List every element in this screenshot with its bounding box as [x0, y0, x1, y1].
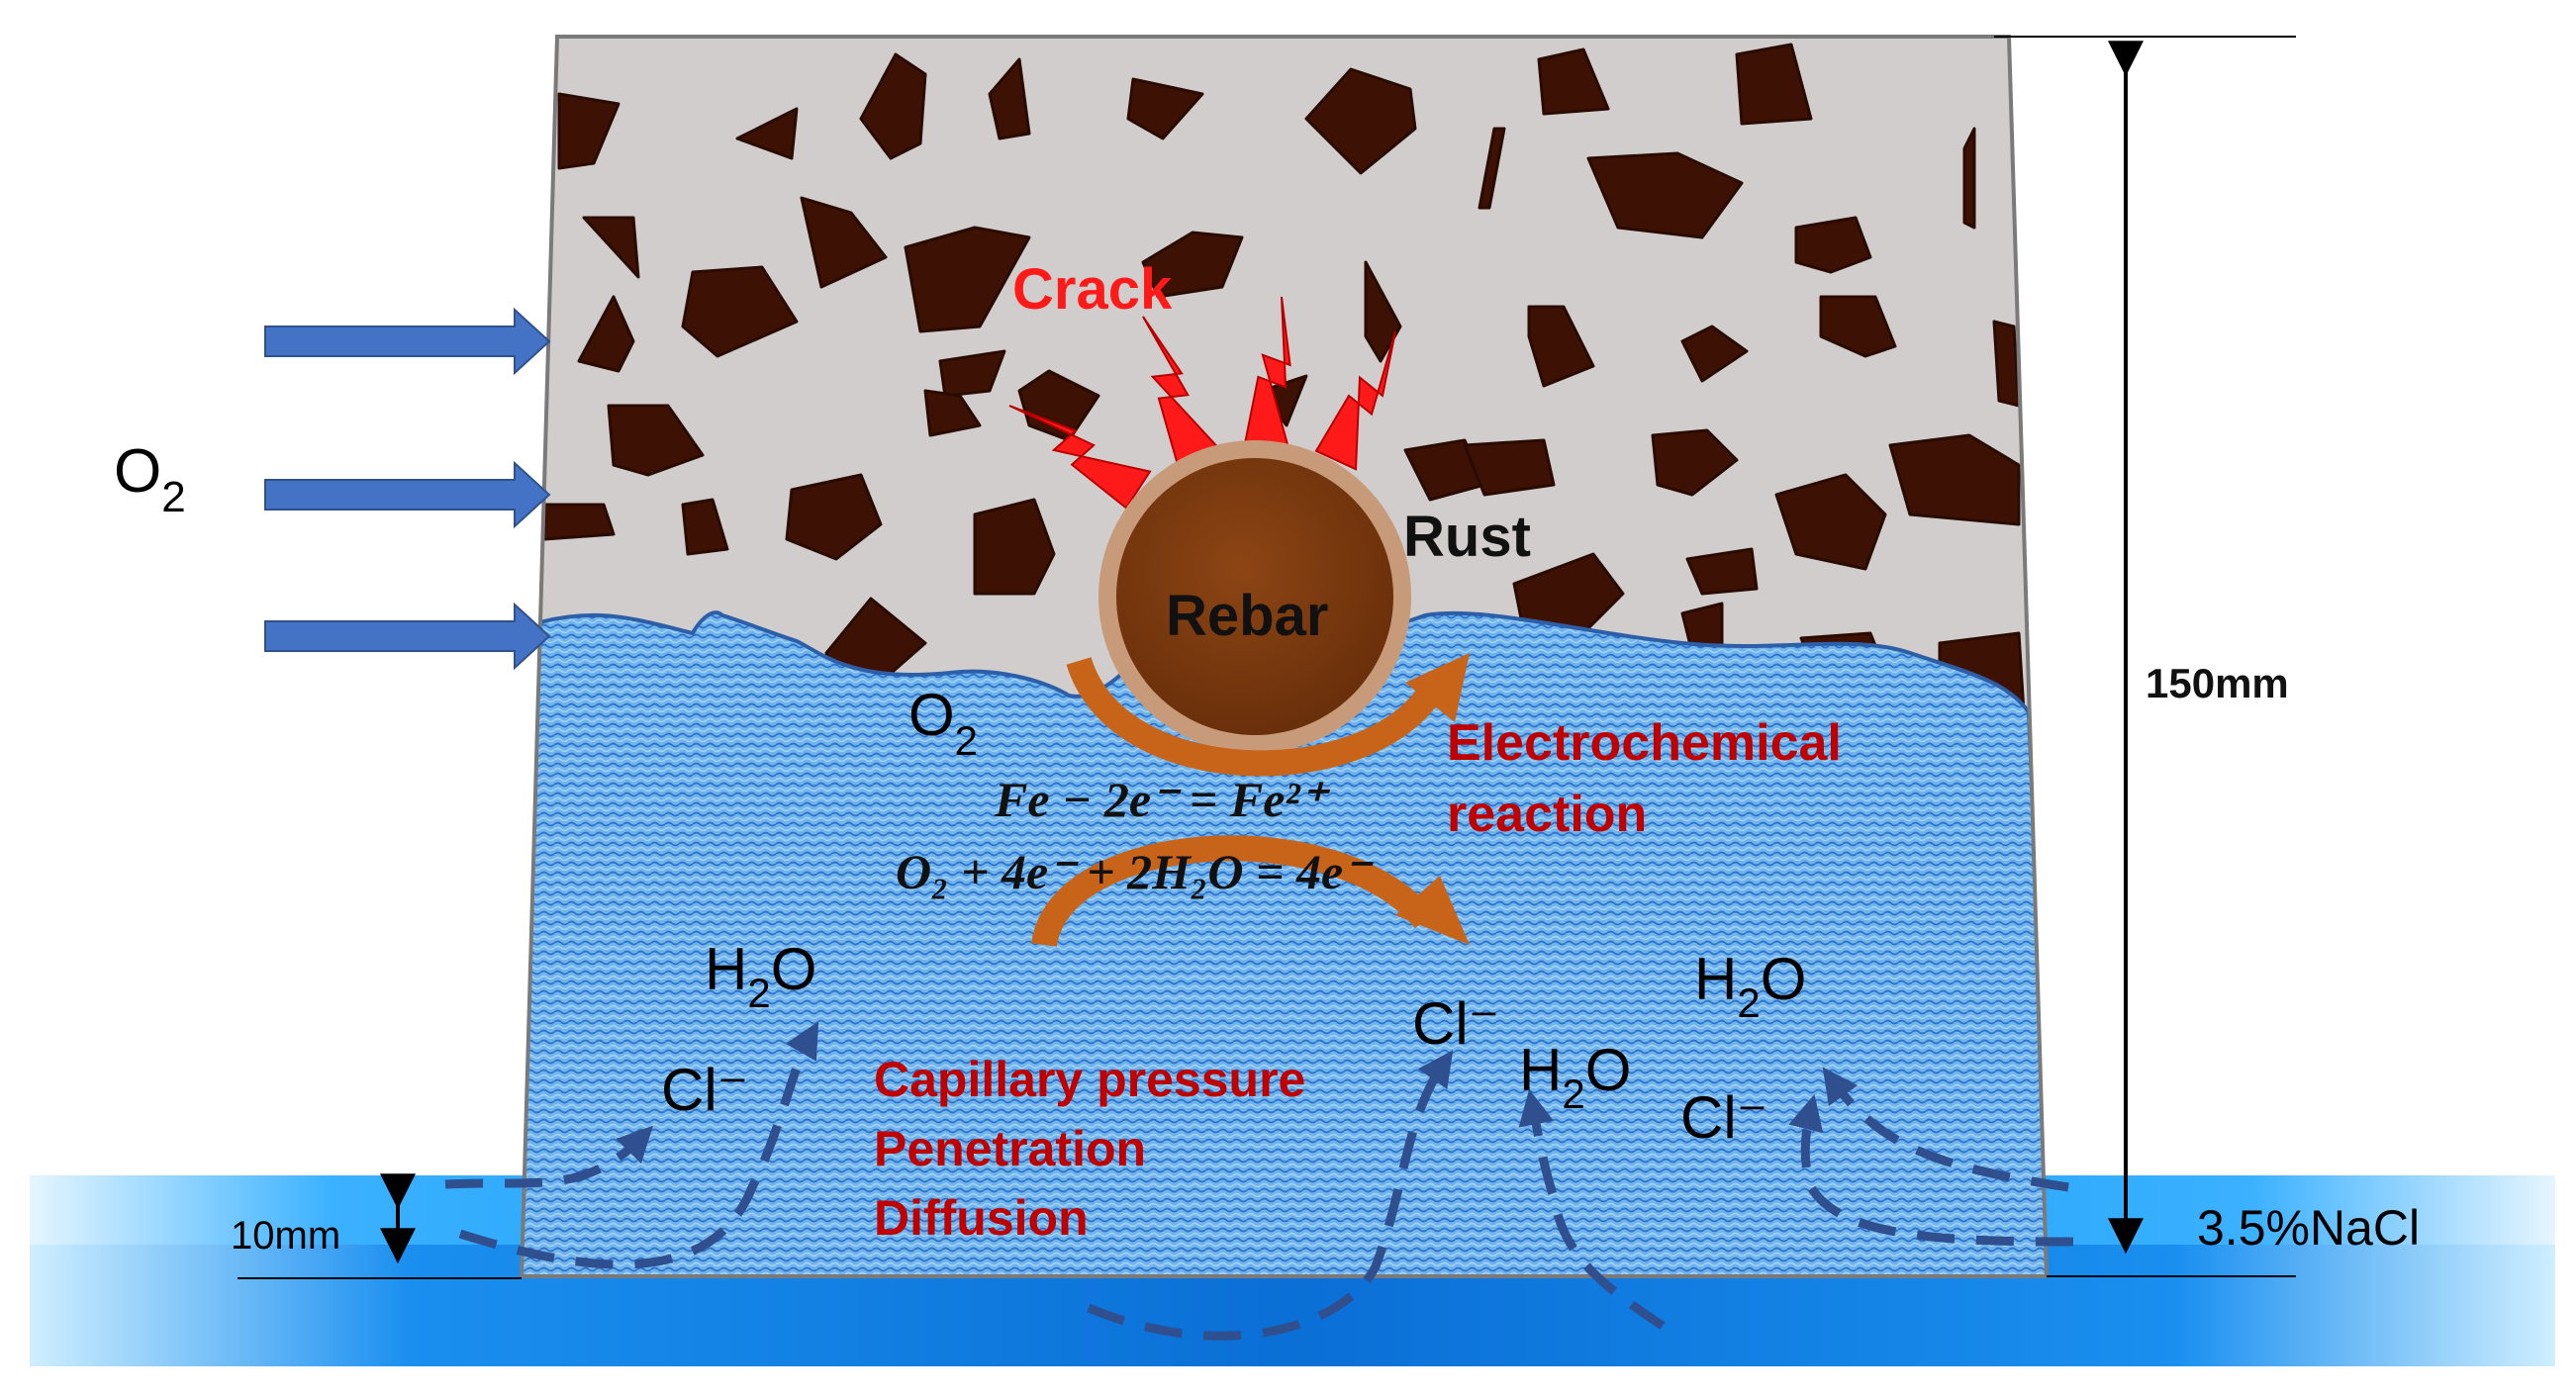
aggregate-piece: [681, 498, 729, 556]
aggregate-piece: [859, 52, 927, 160]
rust-label: Rust: [1403, 505, 1531, 569]
aggregate-piece: [1463, 438, 1556, 497]
water-label-middle: H2O: [1519, 1037, 1631, 1117]
rebar-label: Rebar: [1166, 584, 1328, 648]
dimension-10mm: [238, 1173, 522, 1279]
aggregate-piece: [1017, 369, 1100, 442]
aggregate-piece: [1962, 127, 1976, 230]
aggregate-piece: [1527, 305, 1595, 388]
water-label-left: H2O: [705, 936, 816, 1016]
aggregate-piece: [1774, 473, 1887, 571]
aggregate-piece: [542, 503, 616, 541]
aggregate-piece: [800, 196, 888, 289]
crack-bolt-icon: [1243, 296, 1291, 449]
aggregate-piece: [681, 265, 799, 358]
crack-bolt-icon: [1008, 405, 1152, 510]
crack-group: [1008, 296, 1396, 510]
aggregate-piece: [938, 349, 1006, 398]
nacl-label: 3.5%NaCl: [2197, 1200, 2420, 1256]
aggregate-piece: [1141, 231, 1244, 299]
aggregate-piece: [988, 57, 1031, 140]
aggregate-piece: [1537, 47, 1610, 116]
aggregate-piece: [1685, 547, 1759, 596]
immersion-depth-label: 10mm: [231, 1214, 340, 1258]
water-label-right: H2O: [1694, 946, 1806, 1026]
o2-outside-label: O2: [114, 437, 186, 521]
crack-label: Crack: [1012, 257, 1173, 322]
transport-label-diffusion: Diffusion: [874, 1190, 1089, 1246]
electrochemical-label-line1: Electrochemical: [1447, 714, 1842, 772]
dimension-150mm: [1994, 36, 2296, 1277]
transport-label-penetration: Penetration: [874, 1121, 1146, 1176]
aggregate-piece: [735, 107, 799, 160]
o2-inside-label: O2: [908, 682, 978, 764]
aggregate-piece: [1651, 428, 1739, 497]
height-dimension-label: 150mm: [2146, 660, 2289, 706]
aggregate-piece: [923, 389, 982, 437]
aggregate-group: [542, 43, 2026, 714]
reaction-arrowhead-bottom: [1395, 876, 1470, 945]
transport-arrows: [444, 1021, 2074, 1341]
aggregate-piece: [557, 92, 620, 170]
rebar-circle: [1116, 458, 1393, 735]
aggregate-piece: [577, 295, 635, 373]
aggregate-piece: [973, 498, 1056, 596]
aggregate-piece: [1478, 127, 1506, 210]
aggregate-piece: [1586, 151, 1744, 239]
o2-inflow-arrow-icon: [264, 307, 551, 376]
aggregate-piece: [1794, 216, 1872, 274]
aggregate-piece: [1992, 320, 2021, 408]
crack-bolt-icon: [1142, 316, 1220, 465]
aggregate-piece: [1888, 433, 2021, 526]
chloride-label-middle: Cl⁻: [1412, 990, 1499, 1057]
o2-inflow-arrow-icon: [264, 460, 551, 529]
aggregate-piece: [1126, 77, 1204, 140]
o2-inflow-arrows: [264, 307, 551, 671]
reaction-arrowhead-top: [1405, 653, 1470, 722]
reaction-arrows: [1031, 653, 1470, 948]
aggregate-piece: [904, 226, 1031, 333]
transport-label-capillary: Capillary pressure: [874, 1052, 1305, 1107]
aggregate-piece: [607, 404, 705, 477]
concrete-specimen: [522, 37, 2047, 1276]
aggregate-piece: [1680, 325, 1749, 383]
aggregate-piece: [1304, 67, 1417, 175]
crack-bolt-icon: [1314, 330, 1396, 471]
chloride-label-right: Cl⁻: [1680, 1084, 1767, 1151]
aggregate-piece: [1819, 295, 1897, 358]
aggregate-piece: [1735, 43, 1813, 126]
o2-inflow-arrow-icon: [264, 602, 551, 671]
equation-iron: Fe − 2e⁻ = Fe²⁺: [994, 772, 1330, 827]
aggregate-piece: [785, 473, 883, 561]
equation-oxygen: O₂ + 4e⁻ + 2H₂O = 4e⁻: [896, 844, 1374, 899]
electrochemical-label-line2: reaction: [1447, 786, 1647, 843]
chloride-label-left: Cl⁻: [661, 1057, 748, 1123]
aggregate-piece: [1364, 260, 1402, 363]
aggregate-piece: [582, 216, 640, 279]
